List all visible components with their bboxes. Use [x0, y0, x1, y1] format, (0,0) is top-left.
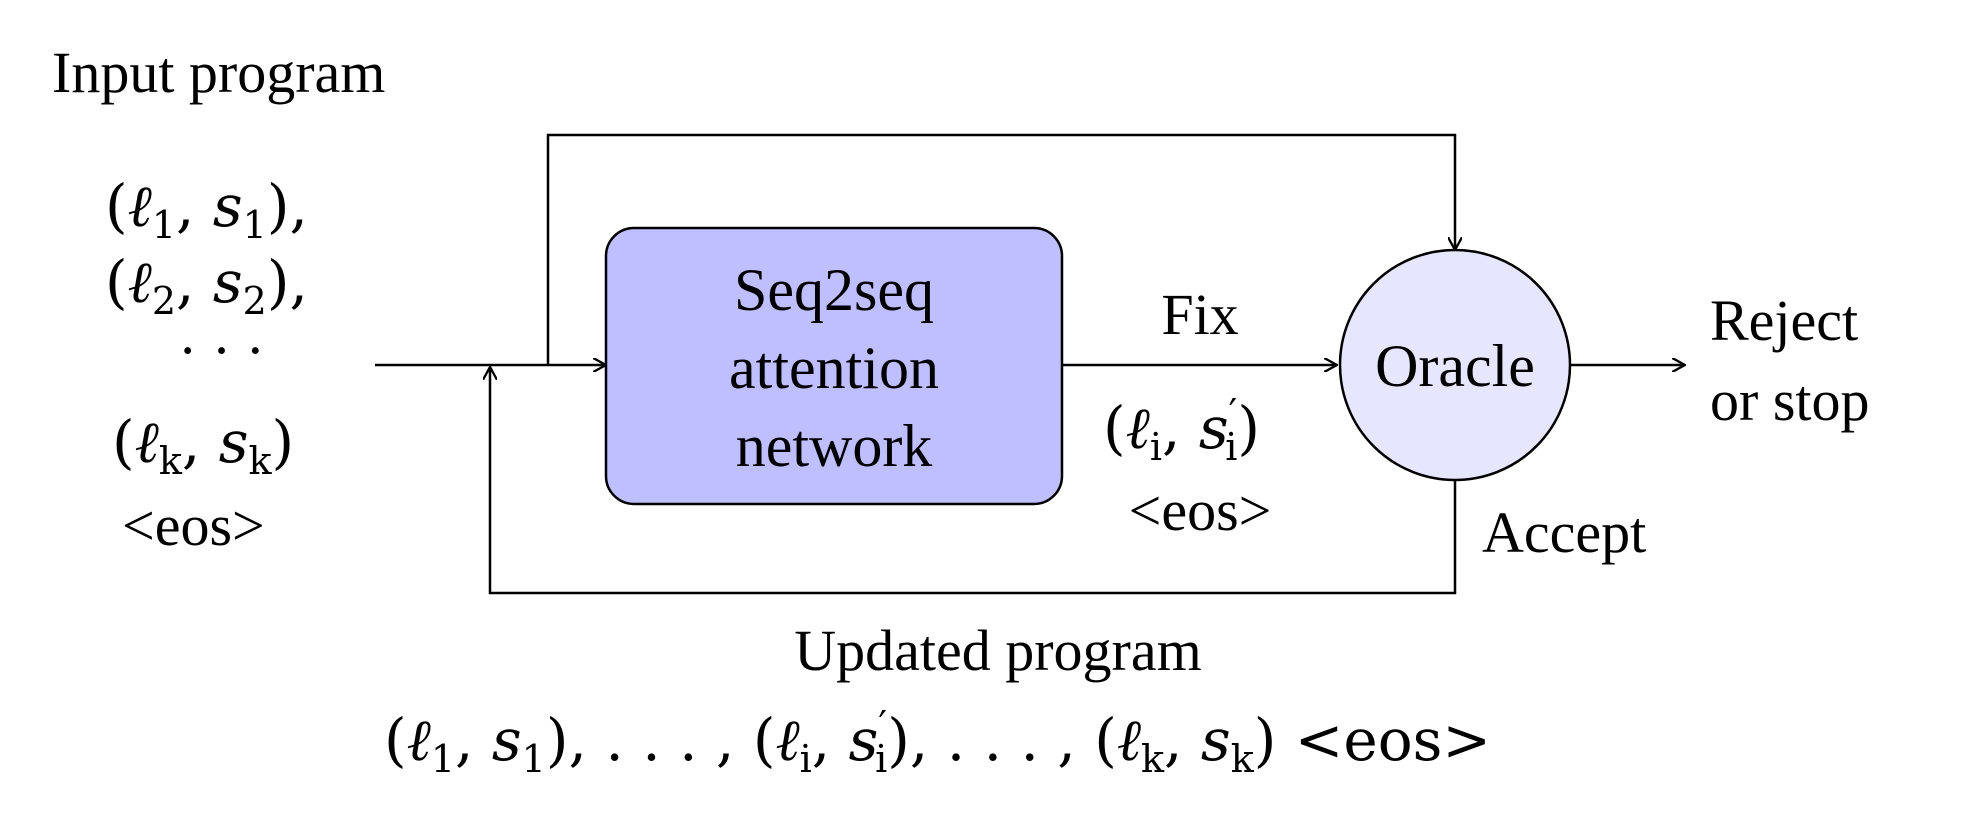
input-program-title: Input program [52, 40, 385, 105]
fix-eos: <eos> [1129, 478, 1272, 543]
input-line-2: (ℓ2, s2), [105, 248, 308, 323]
accept-feedback-arrow [490, 367, 1457, 595]
oracle-circle [1338, 248, 1572, 482]
updated-program-sequence: (ℓ1, s1), . . . , (ℓi, s′i), . . . , (ℓk… [384, 703, 1491, 781]
input-program-list: (ℓ1, s1), (ℓ2, s2), · · · (ℓk, sk) <eos> [105, 172, 308, 558]
seq2seq-label-line2: attention [729, 335, 939, 401]
reject-label-line1: Reject [1710, 288, 1858, 353]
input-eos: <eos> [122, 493, 265, 558]
connectors [375, 133, 1685, 595]
seq2seq-box-shape [604, 226, 1064, 506]
oracle-label: Oracle [1375, 333, 1535, 399]
updated-program-title: Updated program [794, 618, 1201, 683]
seq2seq-label-line1: Seq2seq [734, 257, 934, 323]
fix-label: Fix [1161, 282, 1238, 347]
fix-pair: (ℓi, s′i) [1103, 391, 1260, 469]
reject-label-line2: or stop [1710, 368, 1870, 433]
accept-label: Accept [1482, 500, 1646, 565]
input-ellipsis: · · · [178, 318, 265, 383]
bypass-to-oracle-arrow [546, 133, 1455, 365]
seq2seq-label-line3: network [736, 413, 933, 479]
input-line-1: (ℓ1, s1), [105, 172, 308, 247]
oracle-node: Oracle [1338, 248, 1572, 482]
input-line-k: (ℓk, sk) [112, 408, 294, 483]
seq2seq-network-box: Seq2seq attention network [604, 226, 1064, 506]
